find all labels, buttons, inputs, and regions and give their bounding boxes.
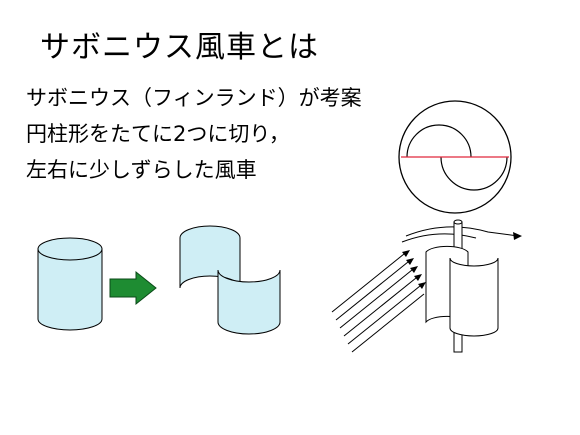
description-line-1: サボニウス（フィンランド）が考案 bbox=[26, 86, 362, 110]
cylinder-shape bbox=[37, 237, 103, 331]
split-half-cylinders-shape bbox=[179, 225, 281, 335]
savonius-rotor-illustration bbox=[331, 219, 522, 353]
rotor-cross-section-diagram bbox=[398, 100, 512, 214]
description-line-3: 左右に少しずらした風車 bbox=[26, 158, 257, 182]
description-line-2: 円柱形をたてに2つに切り， bbox=[26, 122, 290, 146]
description-text: サボニウス（フィンランド）が考案 円柱形をたてに2つに切り， 左右に少しずらした… bbox=[26, 80, 362, 188]
slide-title: サボニウス風車とは bbox=[40, 30, 319, 65]
right-arrow-icon bbox=[109, 270, 157, 306]
